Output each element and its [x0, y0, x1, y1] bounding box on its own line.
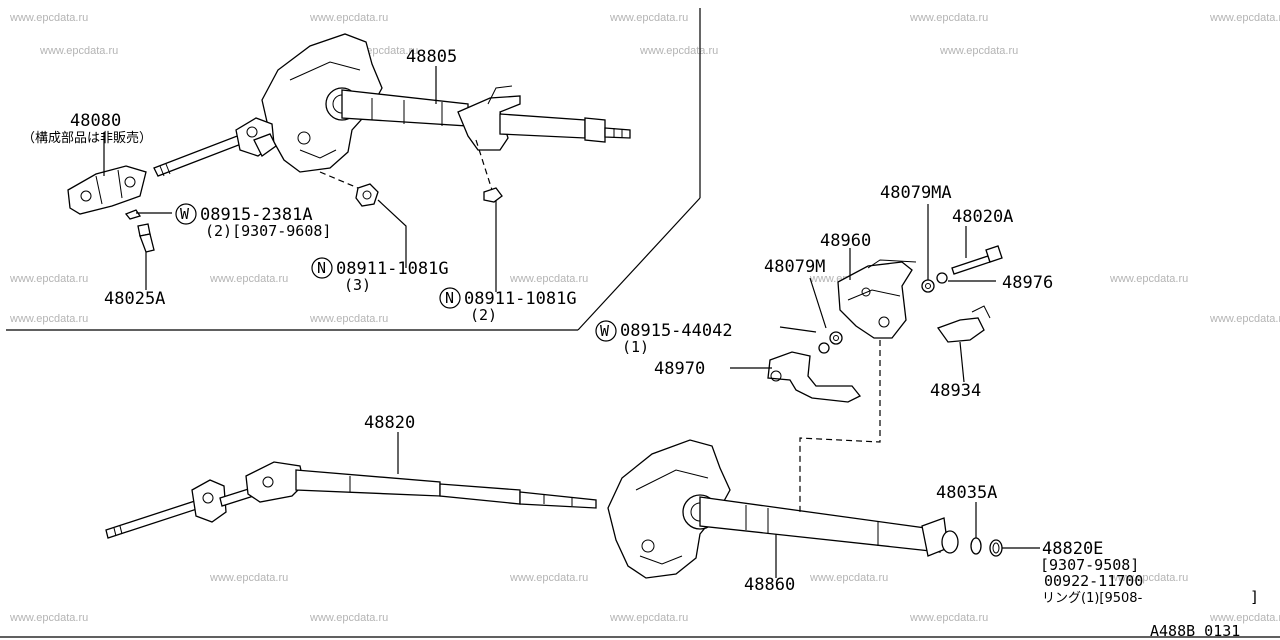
part-number-48020A[interactable]: 48020A [952, 207, 1013, 227]
part-number-48820[interactable]: 48820 [364, 413, 415, 433]
watermark: www.epcdata.ru [1109, 273, 1188, 285]
bracket-assembly-48960-drawing [767, 245, 1003, 403]
washer-symbol-icon: W [595, 320, 617, 342]
part-qty-08915-2381A: (2)[9307-9608] [205, 222, 331, 240]
part-number-08911-1081G-a[interactable]: 08911-1081G [336, 259, 449, 279]
nut-symbol-icon: N [439, 287, 461, 309]
part-number-48820E[interactable]: 48820E [1042, 539, 1103, 559]
part-number-48976[interactable]: 48976 [1002, 273, 1053, 293]
watermark: www.epcdata.ru [309, 313, 388, 325]
watermark: www.epcdata.ru [9, 12, 88, 24]
watermark: www.epcdata.ru [209, 273, 288, 285]
watermark: www.epcdata.ru [9, 273, 88, 285]
steering-column-48805-drawing [261, 33, 631, 207]
part-number-48079M[interactable]: 48079M [764, 257, 825, 277]
leader-lines [103, 66, 1040, 578]
part-range-48820E: [9307-9508] [1040, 556, 1139, 574]
part-number-48860[interactable]: 48860 [744, 575, 795, 595]
part-number-48080[interactable]: 48080 [70, 111, 121, 131]
watermark: www.epcdata.ru [9, 313, 88, 325]
part-labels: 48805 48080 （構成部品は非販売） W 08915-2381A (2)… [22, 47, 1259, 640]
part-number-00922-11700[interactable]: 00922-11700 [1044, 572, 1143, 590]
part-note-not-sold-separately: （構成部品は非販売） [22, 130, 152, 146]
watermark: www.epcdata.ru [509, 273, 588, 285]
assembly-dashed-lines [319, 139, 881, 512]
watermark: www.epcdata.ru [39, 45, 118, 57]
part-number-48805[interactable]: 48805 [406, 47, 457, 67]
svg-text:N: N [317, 259, 326, 277]
washer-symbol-icon: W [175, 203, 197, 225]
part-note-ring: リング(1)[9508- [1042, 591, 1143, 606]
svg-text:N: N [445, 289, 454, 307]
watermark: www.epcdata.ru [1209, 313, 1280, 325]
diagram-code: A488B 0131 [1150, 622, 1240, 640]
part-qty-08911-1081G-b: (2) [470, 306, 497, 324]
part-number-48079MA[interactable]: 48079MA [880, 183, 952, 203]
part-note-ring-close: ] [1250, 588, 1259, 606]
watermark: www.epcdata.ru [309, 12, 388, 24]
part-number-48025A[interactable]: 48025A [104, 289, 165, 309]
watermark: www.epcdata.ru [639, 45, 718, 57]
nut-symbol-icon: N [311, 257, 333, 279]
watermark: www.epcdata.ru [309, 612, 388, 624]
steering-column-48860-drawing [607, 439, 1003, 579]
watermark: www.epcdata.ru [509, 572, 588, 584]
watermark: www.epcdata.ru [939, 45, 1018, 57]
watermark: www.epcdata.ru [1209, 612, 1280, 624]
svg-text:W: W [180, 205, 190, 223]
frame-line-diagonal [577, 197, 701, 331]
watermark: www.epcdata.ru [1109, 572, 1188, 584]
watermark: www.epcdata.ru [909, 12, 988, 24]
part-number-08911-1081G-b[interactable]: 08911-1081G [464, 289, 577, 309]
part-qty-08911-1081G-a: (3) [344, 276, 371, 294]
watermark: www.epcdata.ru [1209, 12, 1280, 24]
svg-text:W: W [600, 322, 610, 340]
part-qty-08915-44042: (1) [622, 338, 649, 356]
watermark: www.epcdata.ru [909, 612, 988, 624]
watermark: www.epcdata.ru [209, 572, 288, 584]
part-number-48035A[interactable]: 48035A [936, 483, 997, 503]
part-number-08915-44042[interactable]: 08915-44042 [620, 321, 733, 341]
part-number-48960[interactable]: 48960 [820, 231, 871, 251]
steering-shaft-48820-drawing [105, 461, 597, 539]
part-number-48934[interactable]: 48934 [930, 381, 981, 401]
universal-joint-48080-drawing [67, 117, 277, 253]
watermark: www.epcdata.ru [9, 612, 88, 624]
watermark: www.epcdata.ru [609, 612, 688, 624]
inset-frame [0, 8, 1280, 638]
part-number-08915-2381A[interactable]: 08915-2381A [200, 205, 313, 225]
watermark: www.epcdata.ru [609, 12, 688, 24]
part-number-48970[interactable]: 48970 [654, 359, 705, 379]
watermark: www.epcdata.ru [809, 572, 888, 584]
